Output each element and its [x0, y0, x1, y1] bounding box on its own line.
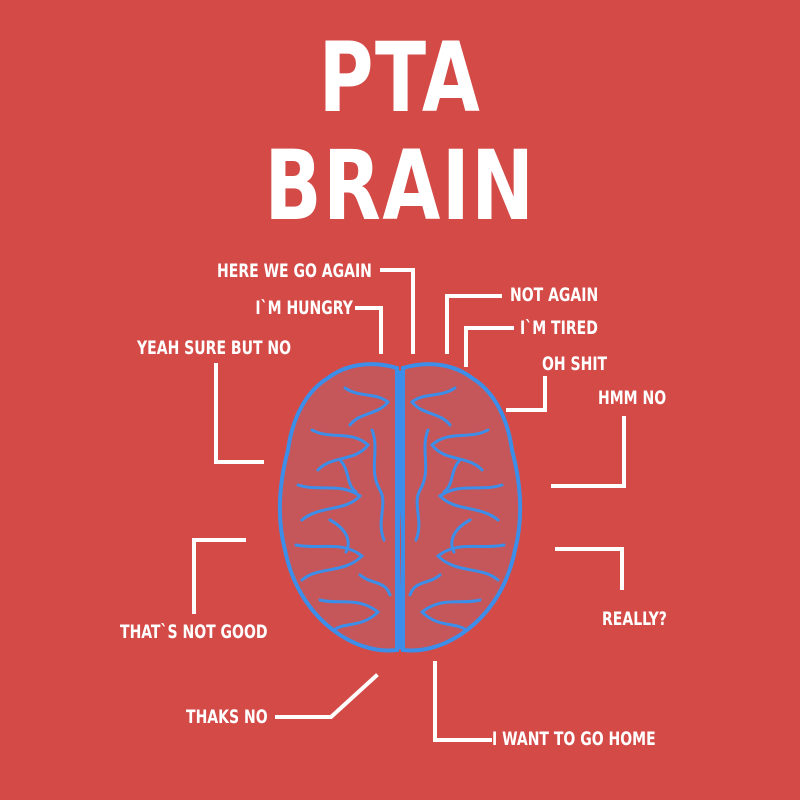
connector-not-again	[445, 294, 502, 354]
connector-thats-not-good	[192, 538, 246, 614]
connector-im-hungry	[355, 306, 383, 354]
connector-hmm-no	[551, 416, 626, 488]
label-oh-shit: OH SHIT	[542, 353, 608, 375]
connector-here-we-go-again	[380, 268, 415, 354]
connector-i-want-to-go-home	[433, 661, 492, 742]
label-yeah-sure-but-no: YEAH SURE BUT NO	[137, 337, 292, 359]
label-really: REALLY?	[602, 608, 667, 630]
label-im-tired: I`M TIRED	[520, 317, 598, 339]
connector-im-tired	[464, 326, 514, 367]
label-not-again: NOT AGAIN	[510, 284, 599, 306]
label-i-want-to-go-home: I WANT TO GO HOME	[492, 728, 656, 750]
label-im-hungry: I`M HUNGRY	[255, 297, 353, 319]
connector-oh-shit	[506, 376, 547, 412]
label-here-we-go-again: HERE WE GO AGAIN	[217, 260, 372, 282]
title-line-2: BRAIN	[264, 130, 536, 242]
label-hmm-no: HMM NO	[598, 387, 667, 409]
brain-folds	[294, 370, 506, 650]
label-thats-not-good: THAT`S NOT GOOD	[120, 621, 268, 643]
connector-really	[555, 547, 624, 590]
label-thaks-no: THAKS NO	[186, 706, 268, 728]
connector-yeah-sure-but-no	[214, 363, 264, 464]
connector-thaks-no	[275, 673, 379, 719]
title-line-1: PTA	[318, 22, 482, 134]
